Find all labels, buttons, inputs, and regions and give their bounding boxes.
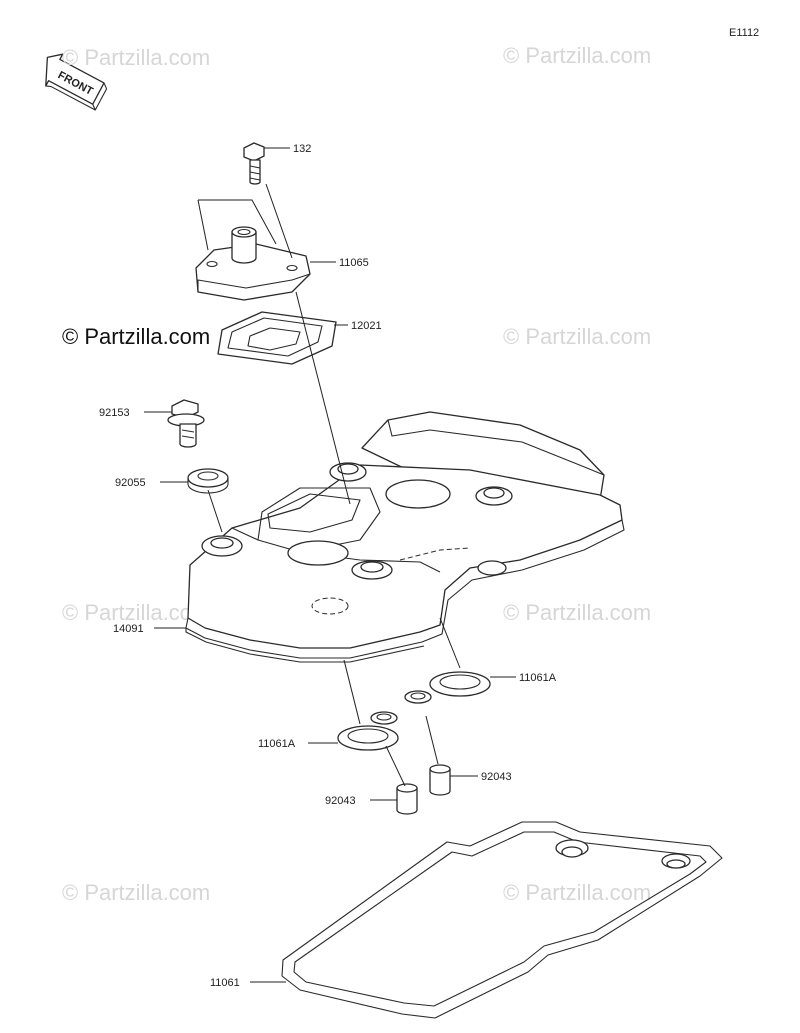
part-label: 12021 [351, 320, 382, 332]
part-label: 11061 [210, 977, 240, 989]
front-arrow-icon: FRONT [45, 53, 108, 111]
plug-hole-gasket-left [337, 711, 399, 751]
watermarks: © Partzilla.com © Partzilla.com © Partzi… [62, 43, 651, 905]
sleeve-left [396, 783, 418, 815]
part-label: 132 [293, 143, 311, 155]
part-label: 11065 [339, 257, 369, 269]
part-label: 92055 [115, 477, 146, 489]
watermark: © Partzilla.com [503, 324, 651, 349]
grommet [187, 468, 229, 494]
part-label: 92153 [99, 407, 130, 419]
bolt [243, 142, 265, 185]
watermark: © Partzilla.com [503, 880, 651, 905]
part-label: 11061A [258, 738, 296, 750]
watermark: © Partzilla.com [503, 43, 651, 68]
part-label: 92043 [325, 795, 356, 807]
cover-bolt [167, 399, 205, 448]
part-label: 11061A [519, 672, 557, 684]
leader-lines [144, 147, 516, 983]
sleeve-right [429, 764, 451, 796]
alignment-lines [197, 183, 461, 787]
watermark: © Partzilla.com [62, 45, 210, 70]
plug-hole-gasket-right [404, 671, 491, 704]
diagram-code: E1112 [729, 27, 759, 39]
watermark: © Partzilla.com [62, 880, 210, 905]
part-label: 92043 [481, 771, 512, 783]
cylinder-head-cover [185, 411, 625, 663]
head-cover-gasket [281, 821, 723, 1019]
watermark: © Partzilla.com [62, 600, 210, 625]
part-labels: 132 11065 12021 92153 92055 14091 11061A… [99, 143, 557, 989]
breather-plate [217, 311, 337, 365]
watermark: © Partzilla.com [503, 600, 651, 625]
copyright-watermark: © Partzilla.com [62, 324, 210, 349]
breather-cover [195, 226, 311, 301]
part-label: 14091 [113, 623, 144, 635]
